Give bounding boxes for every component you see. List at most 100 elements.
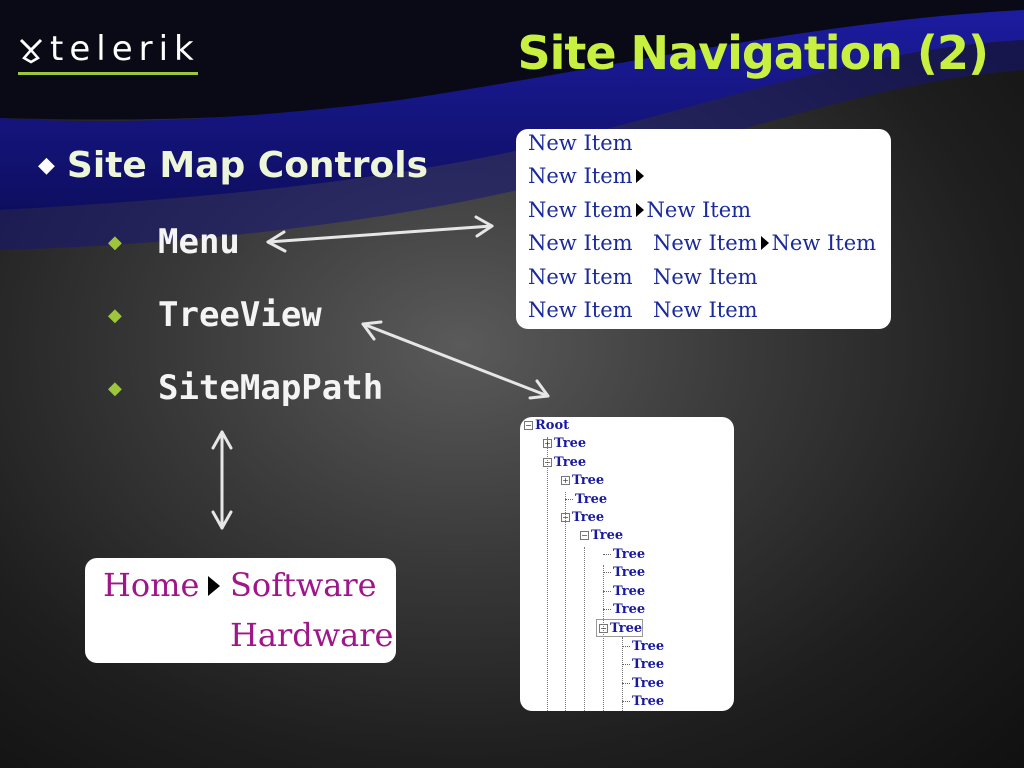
menu-item[interactable]: New Item	[653, 298, 758, 322]
tree-node-label: Tree	[575, 491, 608, 507]
menu-item[interactable]: New Item	[528, 231, 633, 255]
tree-guide-line	[622, 637, 623, 711]
tree-node-label: Tree	[613, 546, 646, 562]
tree-node-label: Tree	[610, 620, 643, 636]
submenu-arrow-icon	[760, 236, 769, 250]
sub-bullet-sitemappath: ◆ SiteMapPath	[108, 368, 383, 408]
sitemappath-arrow-icon	[211, 430, 233, 530]
tree-node-label: Tree	[591, 527, 624, 543]
breadcrumb-child-link[interactable]: Software	[230, 566, 377, 604]
menu-arrow-icon	[266, 215, 494, 253]
slide-title: Site Navigation (2)	[517, 26, 989, 80]
tree-connector	[622, 645, 630, 647]
tree-node[interactable]: + Tree	[561, 472, 604, 488]
tree-node-label: Tree	[632, 675, 665, 691]
collapse-icon[interactable]: −	[524, 420, 533, 430]
tree-connector	[603, 590, 611, 592]
tree-connector	[603, 553, 611, 555]
tree-connector	[622, 682, 630, 684]
tree-node[interactable]: Tree	[565, 491, 607, 507]
logo-underline	[18, 72, 198, 75]
menu-item[interactable]: New Item	[528, 131, 633, 155]
menu-item[interactable]: New Item	[646, 198, 752, 222]
tree-node-label: Tree	[572, 509, 605, 525]
diamond-bullet-icon: ◆	[108, 231, 122, 253]
menu-item[interactable]: New Item	[528, 298, 633, 322]
tree-node-label: Root	[535, 417, 570, 433]
tree-node-label: Tree	[632, 693, 665, 709]
expand-icon[interactable]: +	[561, 475, 570, 485]
sub-bullet-treeview: ◆ TreeView	[108, 295, 322, 335]
tree-node-label: Tree	[632, 638, 665, 654]
tree-node[interactable]: Tree	[622, 638, 664, 654]
tree-node[interactable]: Tree	[622, 693, 664, 709]
tree-node[interactable]: Tree	[603, 564, 645, 580]
menu-row: New Item	[528, 164, 647, 188]
tree-node-label: Tree	[632, 656, 665, 672]
diamond-bullet-icon: ◆	[108, 304, 122, 326]
tree-node[interactable]: − Tree	[543, 454, 586, 470]
tree-node-label: Tree	[613, 564, 646, 580]
menu-row: New Item New Item	[528, 198, 751, 222]
tree-node-selected[interactable]: − Tree	[596, 619, 644, 637]
diamond-bullet-icon: ◆	[108, 377, 122, 399]
tree-node[interactable]: Tree	[622, 656, 664, 672]
tree-guide-line	[584, 547, 585, 711]
menu-row: New Item New Item New Item	[528, 231, 876, 255]
sub-bullet-label: TreeView	[158, 295, 322, 335]
collapse-icon[interactable]: −	[599, 623, 608, 633]
menu-item[interactable]: New Item	[528, 198, 633, 222]
header-banner	[0, 0, 1024, 250]
tree-connector	[603, 608, 611, 610]
telerik-logo: telerik	[18, 32, 200, 66]
tree-connector	[622, 663, 630, 665]
tree-guide-line	[565, 492, 566, 711]
menu-row: New Item New Item	[528, 298, 758, 322]
tree-node-label: Tree	[572, 472, 605, 488]
collapse-icon[interactable]: −	[561, 512, 570, 522]
menu-item[interactable]: New Item	[653, 231, 758, 255]
tree-node-label: Tree	[613, 601, 646, 617]
menu-row: New Item	[528, 131, 648, 155]
sub-bullet-menu: ◆ Menu	[108, 222, 240, 262]
tree-node[interactable]: Tree	[603, 601, 645, 617]
tree-node[interactable]: − Tree	[580, 527, 623, 543]
menu-sample-panel: New Item New Item New Item New Item New …	[516, 129, 891, 329]
collapse-icon[interactable]: −	[580, 530, 589, 540]
expand-icon[interactable]: +	[543, 438, 552, 448]
tree-node-root[interactable]: − Root	[524, 417, 569, 433]
treeview-sample-panel: − Root + Tree − Tree + Tree Tree − Tree …	[520, 417, 734, 711]
tree-node[interactable]: − Tree	[561, 509, 604, 525]
telerik-mark-icon	[19, 38, 43, 64]
tree-node[interactable]: + Tree	[543, 435, 586, 451]
sub-bullet-label: SiteMapPath	[158, 368, 384, 408]
collapse-icon[interactable]: −	[543, 457, 552, 467]
tree-node[interactable]: Tree	[622, 675, 664, 691]
submenu-arrow-icon	[635, 203, 644, 217]
submenu-arrow-icon	[635, 169, 644, 183]
menu-item[interactable]: New Item	[528, 164, 633, 188]
logo-wordmark: telerik	[50, 29, 200, 69]
tree-guide-line	[547, 437, 548, 711]
breadcrumb-child-link[interactable]: Hardware	[230, 616, 394, 654]
breadcrumb-arrow-icon	[208, 576, 220, 596]
tree-node[interactable]: Tree	[603, 583, 645, 599]
sub-bullet-label: Menu	[158, 222, 240, 262]
breadcrumb-home-link[interactable]: Home	[103, 566, 200, 604]
tree-node-label: Tree	[554, 454, 587, 470]
tree-node[interactable]: Tree	[603, 546, 645, 562]
treeview-arrow-icon	[361, 320, 550, 400]
menu-item[interactable]: New Item	[771, 231, 877, 255]
bullet-label: Site Map Controls	[66, 145, 429, 186]
tree-connector	[565, 498, 573, 500]
menu-item[interactable]: New Item	[653, 265, 758, 289]
tree-connector	[603, 571, 611, 573]
tree-node-label: Tree	[554, 435, 587, 451]
sitemappath-sample-panel: Home Software Hardware	[85, 558, 396, 663]
menu-row: New Item New Item	[528, 265, 758, 289]
bullet-site-map-controls: ◆ Site Map Controls	[38, 145, 428, 186]
menu-item[interactable]: New Item	[528, 265, 633, 289]
diamond-bullet-icon: ◆	[38, 153, 55, 178]
tree-connector	[622, 700, 630, 702]
